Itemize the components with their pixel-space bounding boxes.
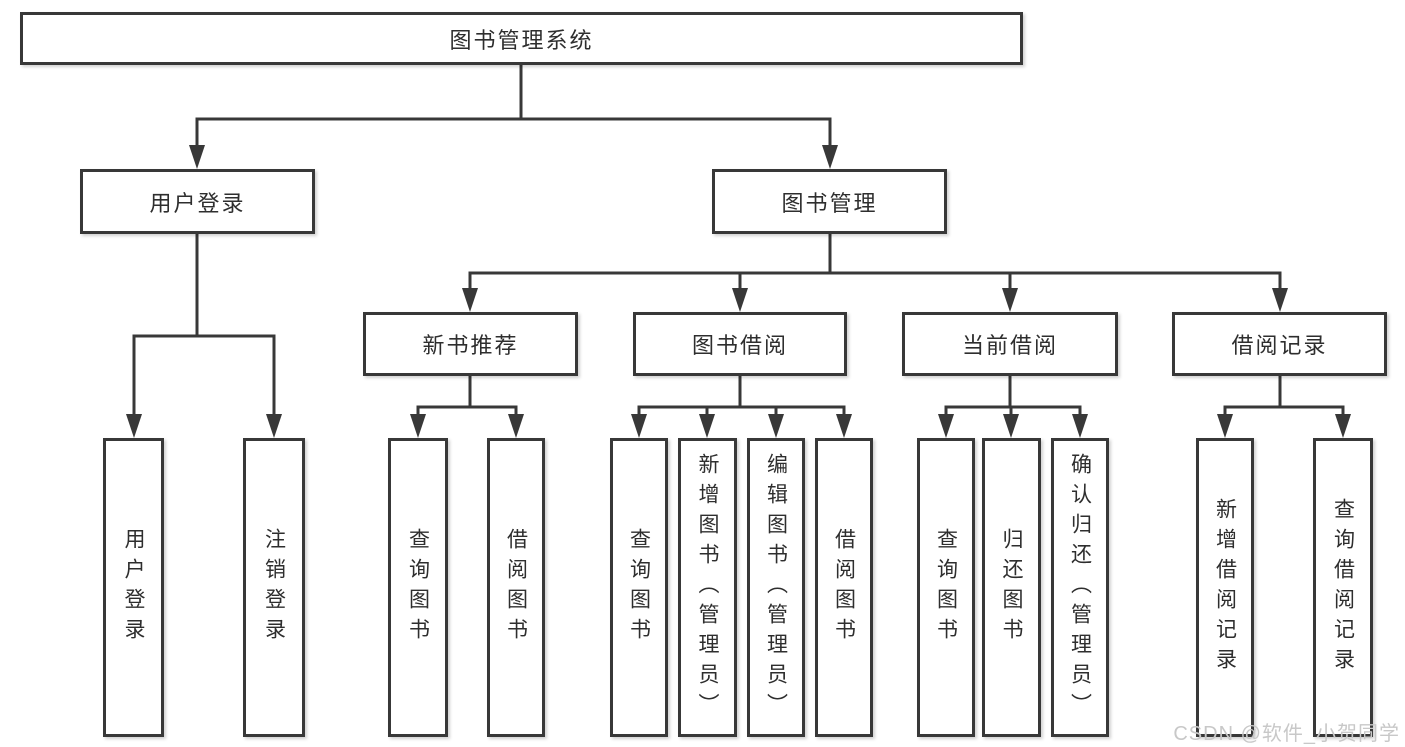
node-label: 查询图书	[934, 527, 958, 648]
node-book-borrowing: 图书借阅	[633, 312, 847, 376]
node-label: 查询图书	[406, 527, 430, 648]
node-label: 编辑图书（管理员）	[764, 452, 788, 723]
node-nb-borrow-books: 借阅图书	[487, 438, 545, 737]
node-br-add-record: 新增借阅记录	[1196, 438, 1254, 737]
csdn-watermark: CSDN @软件_小贺同学	[1173, 723, 1400, 745]
node-root-system: 图书管理系统	[20, 12, 1023, 65]
node-user-login-action: 用户登录	[103, 438, 164, 737]
node-book-management: 图书管理	[712, 169, 947, 234]
node-br-query-record: 查询借阅记录	[1313, 438, 1373, 737]
node-logout-action: 注销登录	[243, 438, 305, 737]
node-label: 注销登录	[262, 527, 286, 648]
node-borrowing-records: 借阅记录	[1172, 312, 1387, 376]
node-new-book-recommend: 新书推荐	[363, 312, 578, 376]
node-bb-borrow-books: 借阅图书	[815, 438, 873, 737]
node-label: 确认归还（管理员）	[1068, 452, 1092, 723]
node-label: 查询图书	[627, 527, 651, 648]
node-bb-add-books-admin: 新增图书（管理员）	[678, 438, 737, 737]
node-label: 查询借阅记录	[1331, 497, 1355, 678]
node-cb-confirm-return-admin: 确认归还（管理员）	[1051, 438, 1109, 737]
node-label: 新增借阅记录	[1213, 497, 1237, 678]
arrowheads	[126, 145, 1351, 438]
node-nb-query-books: 查询图书	[388, 438, 448, 737]
node-cb-return-books: 归还图书	[982, 438, 1041, 737]
node-cb-query-books: 查询图书	[917, 438, 975, 737]
node-label: 借阅图书	[832, 527, 856, 648]
node-label: 归还图书	[1000, 527, 1023, 648]
node-label: 新增图书（管理员）	[696, 452, 719, 723]
node-bb-query-books: 查询图书	[610, 438, 668, 737]
node-label: 用户登录	[122, 527, 145, 648]
node-bb-edit-books-admin: 编辑图书（管理员）	[747, 438, 805, 737]
node-current-borrowing: 当前借阅	[902, 312, 1118, 376]
node-label: 借阅图书	[504, 527, 528, 648]
node-user-login-module: 用户登录	[80, 169, 315, 234]
